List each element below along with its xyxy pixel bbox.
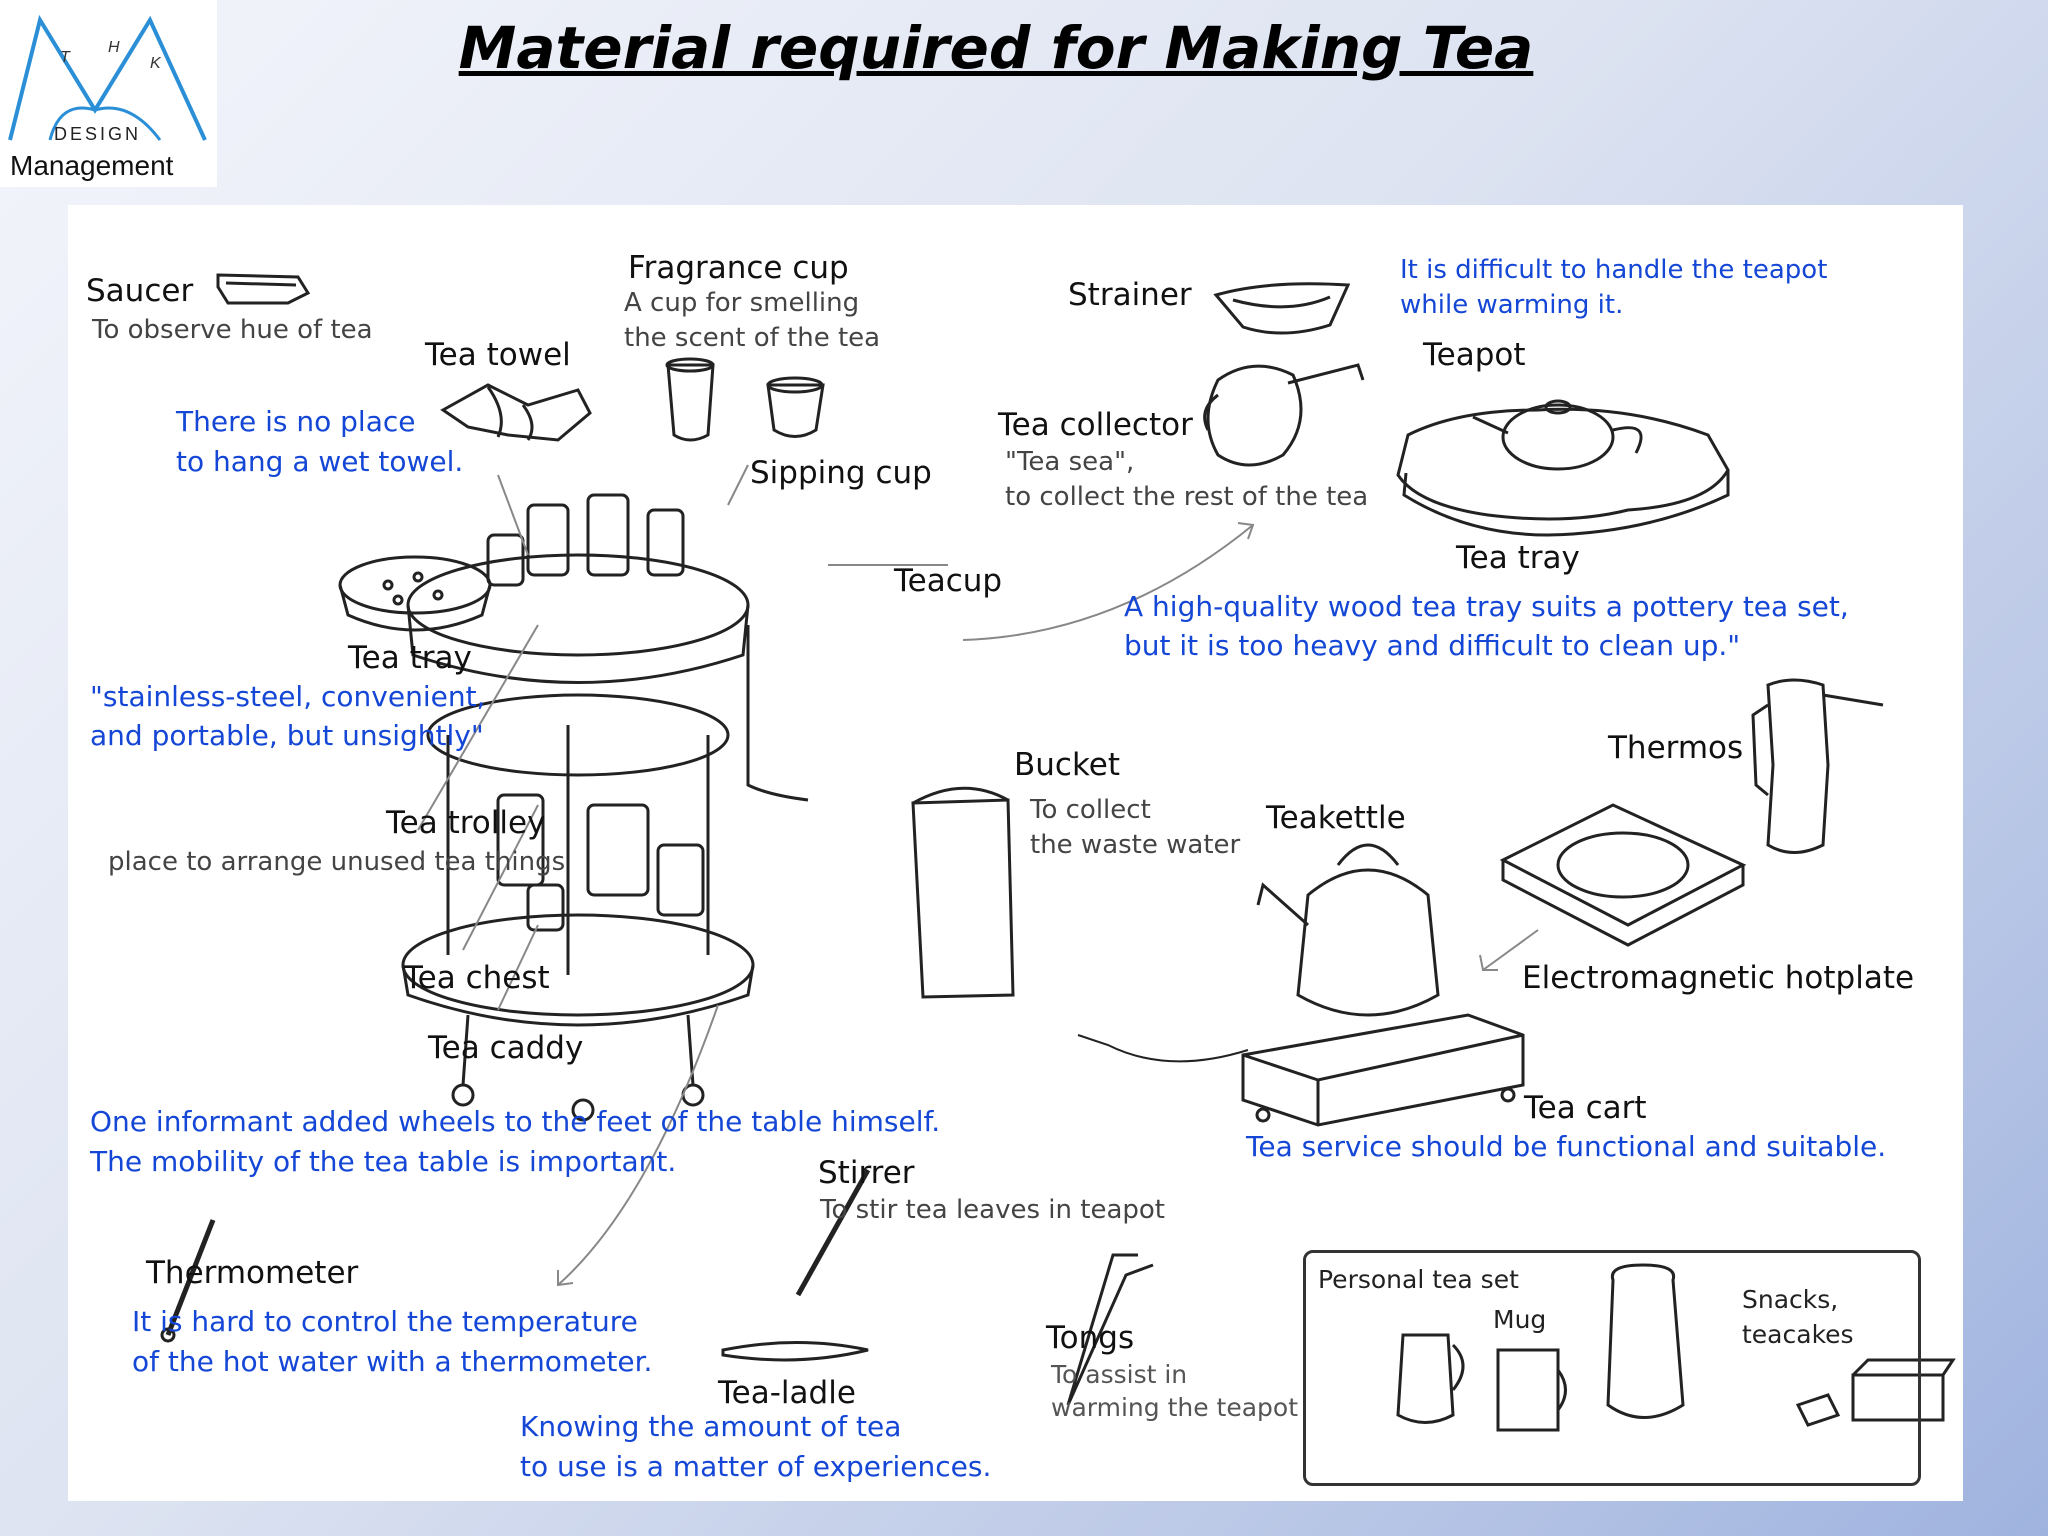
- stirrer-label: Stirrer: [818, 1155, 915, 1191]
- collector-desc-2: to collect the rest of the tea: [1005, 482, 1369, 512]
- tea-trolley-label: Tea trolley: [386, 805, 546, 841]
- thermo-note-1: It is hard to control the temperature: [132, 1305, 638, 1338]
- fragrance-desc-2: the scent of the tea: [624, 323, 881, 353]
- saucer-desc: To observe hue of tea: [92, 315, 373, 345]
- logo-letter-k: K: [150, 55, 162, 72]
- bucket-icon: [911, 786, 1015, 999]
- thermos-icon: [1751, 678, 1884, 854]
- hotplate-label: Electromagnetic hotplate: [1522, 960, 1915, 996]
- tea-chest-label: Tea chest: [404, 960, 550, 996]
- personal-tea-set-icons: [1396, 1263, 1956, 1432]
- fragrance-cup-label: Fragrance cup: [628, 250, 849, 286]
- wheels-note-1: One informant added wheels to the feet o…: [90, 1105, 941, 1138]
- personal-set-label: Personal tea set: [1318, 1265, 1519, 1294]
- logo-brand-text: Management: [10, 150, 174, 181]
- sipping-cup-label: Sipping cup: [750, 455, 932, 491]
- tea-ladle-label: Tea-ladle: [718, 1375, 856, 1411]
- bucket-desc-1: To collect: [1030, 795, 1151, 825]
- steel-note-2: and portable, but unsightly": [90, 719, 484, 752]
- bucket-desc-2: the waste water: [1030, 830, 1241, 860]
- tongs-label: Tongs: [1046, 1320, 1135, 1356]
- sketch-art: [160, 273, 1956, 1432]
- wood-note-1: A high-quality wood tea tray suits a pot…: [1124, 590, 1849, 623]
- wood-note-2: but it is too heavy and difficult to cle…: [1124, 629, 1741, 662]
- snacks-label-1: Snacks,: [1742, 1285, 1839, 1314]
- thermo-note-2: of the hot water with a thermometer.: [132, 1345, 653, 1378]
- fragrance-desc-1: A cup for smelling: [624, 288, 860, 318]
- wood-tea-tray-icon: [1396, 407, 1730, 537]
- arrow-to-hotplate: [1482, 929, 1539, 971]
- towel-icon: [440, 383, 592, 442]
- arrow-to-wood-tray: [962, 524, 1254, 641]
- teakettle-label: Teakettle: [1266, 800, 1406, 836]
- logo-letter-t: T: [60, 49, 71, 66]
- stainless-tray-icon: [338, 555, 492, 632]
- cart-note: Tea service should be functional and sui…: [1246, 1130, 1887, 1163]
- company-logo: T H K DESIGN Management: [0, 0, 217, 187]
- ladle-note-2: to use is a matter of experiences.: [520, 1450, 992, 1483]
- teapot-label: Teapot: [1423, 337, 1526, 373]
- tea-towel-label: Tea towel: [425, 337, 571, 373]
- tea-trolley-icon: [401, 493, 809, 1122]
- hotplate-icon: [1499, 803, 1747, 947]
- personal-tea-set-box: [1303, 1250, 1921, 1486]
- tea-caddy-label: Tea caddy: [428, 1030, 584, 1066]
- mug-label: Mug: [1493, 1305, 1547, 1334]
- thermos-label: Thermos: [1608, 730, 1744, 766]
- towel-note-1: There is no place: [176, 405, 416, 438]
- tongs-desc-1: To assist in: [1051, 1360, 1188, 1389]
- logo-design-text: DESIGN: [54, 124, 142, 144]
- sipping-cup-icon: [766, 376, 825, 438]
- teapot-note-1: It is difficult to handle the teapot: [1400, 255, 1828, 285]
- cord-line: [1077, 1034, 1249, 1063]
- logo-letter-h: H: [108, 39, 120, 56]
- fragrance-cup-icon: [665, 357, 715, 442]
- tea-cart-icon: [1241, 1013, 1525, 1127]
- tea-collector-icon: [1203, 363, 1365, 467]
- arrow-to-ladle: [557, 1004, 719, 1286]
- tea-cart-label: Tea cart: [1524, 1090, 1647, 1126]
- teacup-label: Teacup: [894, 563, 1003, 599]
- teapot-note-2: while warming it.: [1400, 290, 1624, 320]
- teapot-icon: [1472, 399, 1643, 471]
- page-title: Material required for Making Tea: [458, 14, 1534, 82]
- thermometer-label: Thermometer: [146, 1255, 359, 1291]
- towel-note-2: to hang a wet towel.: [176, 445, 464, 478]
- tongs-desc-2: warming the teapot: [1051, 1393, 1299, 1422]
- steel-note-1: "stainless-steel, convenient,: [90, 680, 486, 713]
- snacks-label-2: teacakes: [1742, 1320, 1854, 1349]
- trolley-desc: place to arrange unused tea things: [108, 847, 566, 877]
- tea-collector-label: Tea collector: [998, 407, 1193, 443]
- stirrer-icon: [795, 1168, 871, 1297]
- bucket-label: Bucket: [1014, 747, 1121, 783]
- saucer-label: Saucer: [86, 273, 194, 309]
- teakettle-icon: [1256, 843, 1440, 1017]
- strainer-icon: [1213, 282, 1351, 335]
- wood-tea-tray-label: Tea tray: [1456, 540, 1580, 576]
- strainer-label: Strainer: [1068, 277, 1192, 313]
- logo-mark-icon: T H K: [8, 14, 207, 141]
- thermometer-icon: [160, 1219, 216, 1343]
- collector-desc-1: "Tea sea",: [1005, 447, 1135, 477]
- wheels-note-2: The mobility of the tea table is importa…: [90, 1145, 677, 1178]
- ladle-note-1: Knowing the amount of tea: [520, 1410, 902, 1443]
- stirrer-desc: To stir tea leaves in teapot: [820, 1195, 1165, 1225]
- tongs-icon: [1066, 1253, 1154, 1406]
- saucer-icon: [216, 273, 311, 305]
- steel-tea-tray-label: Tea tray: [348, 640, 472, 676]
- illustration-panel: Saucer To observe hue of tea Tea towel T…: [68, 205, 1963, 1501]
- tea-ladle-icon: [721, 1341, 869, 1362]
